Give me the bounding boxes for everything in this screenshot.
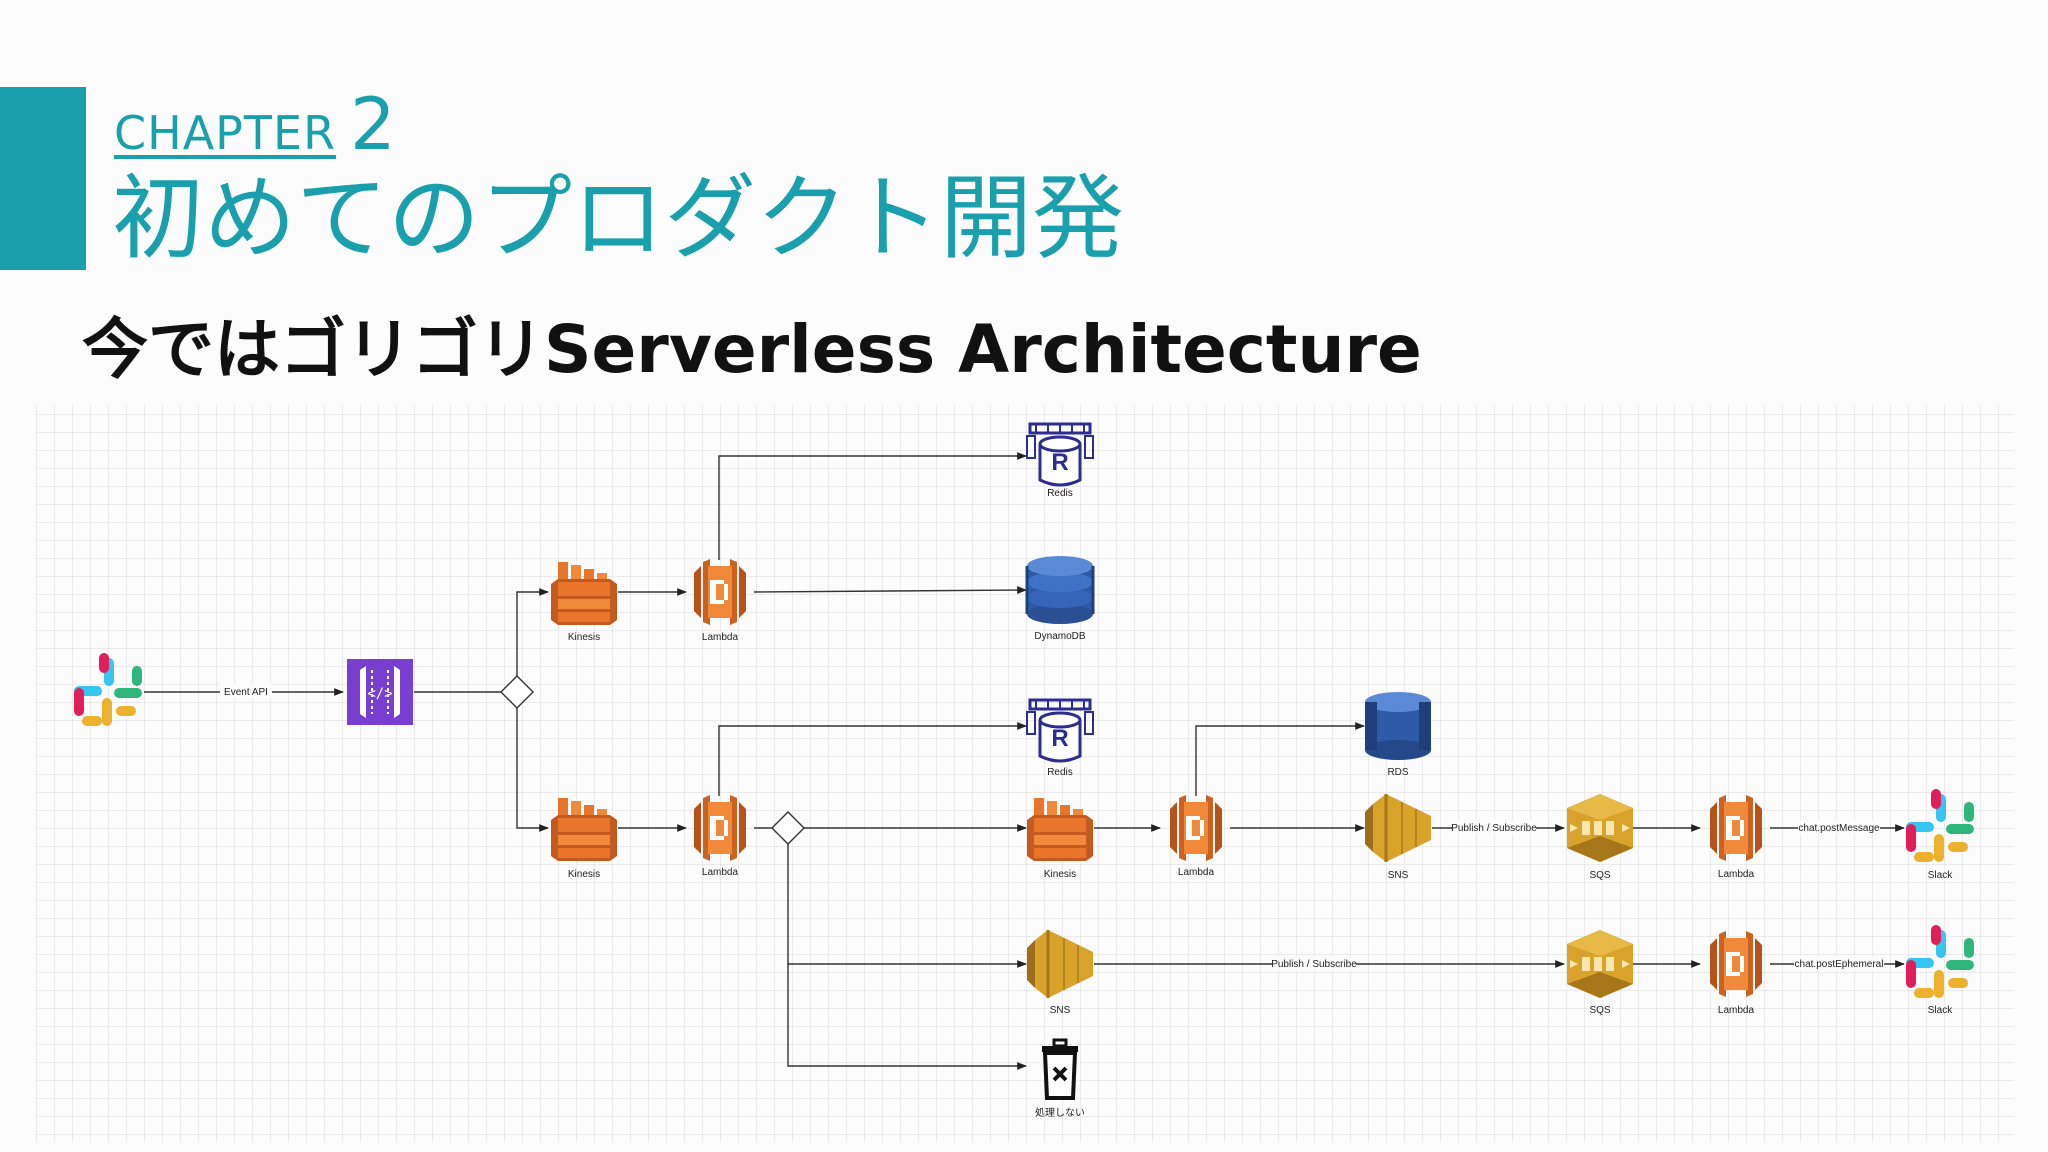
node-label-discard: 処理しない (1035, 1106, 1085, 1119)
node-lambda-5: Lambda (1710, 931, 1762, 1016)
node-lambda-2: Lambda (694, 795, 746, 878)
node-label-sns-1: SNS (1388, 870, 1409, 881)
node-label-lambda-4: Lambda (1718, 869, 1755, 880)
node-redis-2: Redis (1025, 698, 1095, 778)
node-label-dynamodb: DynamoDB (1034, 631, 1085, 642)
node-sns-2: SNS (1025, 928, 1095, 1016)
node-label-kinesis-3: Kinesis (1044, 869, 1076, 880)
node-label-rds: RDS (1387, 767, 1408, 778)
node-lambda-1: Lambda (694, 559, 746, 643)
node-label-lambda-5: Lambda (1718, 1005, 1755, 1016)
diagram-grid (36, 405, 2014, 1142)
node-label-sqs-2: SQS (1589, 1005, 1610, 1016)
edge-label-event-api: Event API (224, 687, 268, 698)
node-label-slack-1: Slack (1928, 870, 1953, 881)
node-label-sqs-1: SQS (1589, 870, 1610, 881)
edge-label-post-message: chat.postMessage (1798, 823, 1880, 834)
node-label-sns-2: SNS (1050, 1005, 1071, 1016)
decision-diamond-2 (771, 811, 805, 845)
node-label-lambda-1: Lambda (702, 632, 739, 643)
chapter-accent-bar (0, 87, 86, 270)
node-dynamodb: DynamoDB (1025, 554, 1095, 642)
node-label-redis-2: Redis (1047, 767, 1073, 778)
diagram-nodes: Kinesis Lambda Redis DynamoDB Kinesis La… (74, 422, 1974, 1119)
trash-icon (1040, 1038, 1080, 1100)
decision-diamonds (500, 675, 805, 845)
edge-labels: Event API Publish / Subscribe chat.postM… (220, 684, 1884, 970)
edge-label-publish-subscribe-2: Publish / Subscribe (1271, 959, 1357, 970)
slide-subtitle: 今ではゴリゴリServerless Architecture (82, 311, 1422, 388)
node-label-lambda-2: Lambda (702, 867, 739, 878)
edge-label-publish-subscribe-1: Publish / Subscribe (1451, 823, 1537, 834)
node-label-kinesis-2: Kinesis (568, 869, 600, 880)
node-label-kinesis-1: Kinesis (568, 632, 600, 643)
decision-diamond-1 (500, 675, 534, 709)
sqs-icon (1567, 930, 1633, 998)
node-lambda-3: Lambda (1170, 795, 1222, 878)
edge-label-post-ephemeral: chat.postEphemeral (1795, 959, 1884, 970)
node-sns-1: SNS (1363, 792, 1433, 881)
node-api-gateway (346, 658, 414, 726)
node-label-slack-2: Slack (1928, 1005, 1953, 1016)
chapter-label: CHAPTER (114, 106, 337, 160)
node-kinesis-3: Kinesis (1027, 798, 1093, 880)
node-discard: 処理しない (1035, 1038, 1085, 1119)
node-slack-1: Slack (1906, 789, 1974, 881)
sqs-icon (1567, 794, 1633, 862)
node-label-lambda-3: Lambda (1178, 867, 1215, 878)
api-gateway-icon (346, 658, 414, 726)
node-slack-2: Slack (1906, 925, 1974, 1016)
node-rds: RDS (1365, 692, 1431, 778)
node-sqs-1: SQS (1567, 794, 1633, 881)
node-label-redis-1: Redis (1047, 488, 1073, 499)
connector-lines (144, 452, 1905, 1070)
node-kinesis-2: Kinesis (551, 798, 617, 880)
node-redis-1: Redis (1025, 422, 1095, 499)
dynamodb-icon (1025, 554, 1095, 626)
chapter-number: 2 (350, 82, 396, 166)
node-lambda-4: Lambda (1710, 795, 1762, 880)
rds-icon (1365, 692, 1431, 760)
node-sqs-2: SQS (1567, 930, 1633, 1016)
node-kinesis-1: Kinesis (551, 562, 617, 643)
chapter-title: 初めてのプロダクト開発 (112, 165, 1125, 272)
